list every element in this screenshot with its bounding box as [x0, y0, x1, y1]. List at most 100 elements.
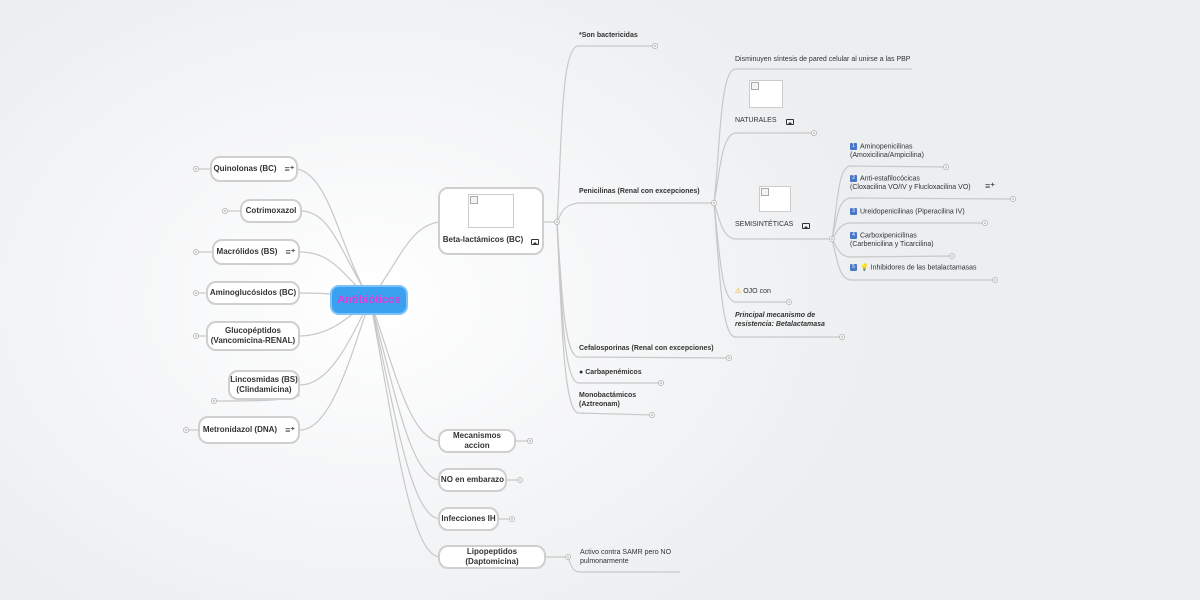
node-no-embarazo[interactable]: NO en embarazo — [438, 468, 507, 492]
collapse-toggle[interactable] — [1010, 196, 1016, 202]
collapse-toggle[interactable] — [652, 43, 658, 49]
collapse-toggle[interactable] — [509, 516, 515, 522]
leaf-line: (Cloxacilina VO/IV y Flucloxacilina VO) — [850, 184, 971, 192]
collapse-toggle[interactable] — [839, 334, 845, 340]
notes-icon[interactable]: ≡⁺ — [285, 246, 296, 257]
image-icon — [531, 239, 540, 245]
collapse-toggle[interactable] — [829, 236, 835, 242]
collapse-toggle[interactable] — [982, 220, 988, 226]
leaf-label: OJO con — [743, 288, 771, 295]
node-label: Quinolonas (BC) — [213, 164, 277, 174]
leaf-carbapenemicos[interactable]: ● Carbapenémicos — [579, 369, 642, 378]
leaf-line: Principal mecanismo de — [735, 312, 816, 319]
leaf-line: resistencia: Betalactamasa — [735, 320, 825, 328]
node-lipopeptidos[interactable]: Lipopeptidos (Daptomicina) — [438, 545, 546, 569]
node-metronidazol[interactable]: Metronidazol (DNA) ≡⁺ — [198, 416, 300, 444]
node-glucopeptidos[interactable]: Glucopéptidos (Vancomicina-RENAL) — [206, 321, 300, 351]
collapse-toggle[interactable] — [811, 130, 817, 136]
collapse-toggle[interactable] — [554, 219, 560, 225]
node-quinolonas[interactable]: Quinolonas (BC) ≡⁺ — [210, 156, 298, 182]
collapse-toggle[interactable] — [943, 164, 949, 170]
collapse-toggle[interactable] — [193, 333, 199, 339]
image-placeholder — [759, 186, 791, 212]
node-label: Infecciones IH — [441, 514, 496, 524]
collapse-toggle[interactable] — [193, 166, 199, 172]
bomb-icon: ● — [579, 369, 584, 376]
leaf-label: SEMISINTÉTICAS — [735, 221, 794, 228]
number-badge: 1 — [850, 143, 857, 150]
leaf-label: Carbapenémicos — [585, 369, 642, 376]
node-macrolidos[interactable]: Macrólidos (BS) ≡⁺ — [212, 239, 300, 265]
leaf-semisinteticas[interactable]: SEMISINTÉTICAS — [735, 221, 793, 230]
node-lincosmidas[interactable]: Lincosmidas (BS) (Clindamicina) — [228, 370, 300, 400]
node-aminoglucosidos[interactable]: Aminoglucósidos (BC) — [206, 281, 300, 305]
collapse-toggle[interactable] — [183, 427, 189, 433]
warning-icon: ⚠ — [735, 288, 742, 295]
leaf-line: (Aztreonam) — [579, 400, 620, 408]
notes-icon[interactable]: ≡⁺ — [985, 181, 996, 191]
leaf-line: Monobactámicos — [579, 392, 637, 399]
collapse-toggle[interactable] — [211, 398, 217, 404]
leaf-line: (Carbenicilina y Ticarcilina) — [850, 241, 934, 249]
node-label: Metronidazol (DNA) — [202, 425, 278, 435]
node-label: Beta-lactámicos (BC) — [442, 235, 524, 245]
leaf-cefalosporinas[interactable]: Cefalosporinas (Renal con excepciones) — [579, 345, 714, 352]
leaf-ojo-con[interactable]: ⚠ OJO con — [735, 288, 771, 297]
notes-icon[interactable]: ≡⁺ — [284, 163, 295, 174]
node-infecciones-ih[interactable]: Infecciones IH — [438, 507, 499, 531]
number-badge: 5 — [850, 264, 857, 271]
collapse-toggle[interactable] — [658, 380, 664, 386]
collapse-toggle[interactable] — [193, 249, 199, 255]
leaf-line: Ureidopenicilinas (Piperacilina IV) — [860, 208, 965, 216]
collapse-toggle[interactable] — [949, 253, 955, 259]
node-label: Cotrimoxazol — [245, 206, 297, 216]
number-badge: 3 — [850, 208, 857, 215]
leaf-naturales[interactable]: NATURALES — [735, 117, 777, 126]
image-icon — [786, 119, 794, 125]
collapse-toggle[interactable] — [565, 554, 571, 560]
collapse-toggle[interactable] — [992, 277, 998, 283]
collapse-toggle[interactable] — [193, 290, 199, 296]
collapse-toggle[interactable] — [527, 438, 533, 444]
node-label-line: (Clindamicina) — [236, 385, 292, 394]
number-badge: 4 — [850, 232, 857, 239]
leaf-line: Inhibidores de las betalactamasas — [870, 264, 977, 272]
notes-icon[interactable]: ≡⁺ — [285, 424, 296, 435]
root-node[interactable]: Antibióticos — [330, 285, 408, 315]
node-label: Lipopeptidos (Daptomicina) — [465, 547, 519, 566]
leaf-disminuyen[interactable]: Disminuyen síntesis de pared celular al … — [735, 56, 911, 63]
leaf-principal-mecanismo[interactable]: Principal mecanismo de resistencia: Beta… — [735, 312, 825, 330]
collapse-toggle[interactable] — [726, 355, 732, 361]
leaf-line: (Amoxicilina/Ampicilina) — [850, 152, 924, 160]
node-label: Aminoglucósidos (BC) — [209, 288, 297, 298]
node-cotrimoxazol[interactable]: Cotrimoxazol — [240, 199, 302, 223]
node-label-line: Glucopéptidos — [225, 326, 281, 336]
node-label: Macrólidos (BS) — [216, 247, 278, 257]
leaf-monobactamicos[interactable]: Monobactámicos (Aztreonam) — [579, 392, 636, 410]
image-placeholder — [749, 80, 783, 108]
leaf-penicilinas[interactable]: Penicilinas (Renal con excepciones) — [579, 188, 700, 195]
number-badge: 2 — [850, 175, 857, 182]
collapse-toggle[interactable] — [649, 412, 655, 418]
leaf-line: pulmonarmente — [580, 557, 629, 565]
collapse-toggle[interactable] — [517, 477, 523, 483]
collapse-toggle[interactable] — [222, 208, 228, 214]
leaf-activo-samr[interactable]: Activo contra SAMR pero NO pulmonarmente — [580, 549, 671, 567]
image-placeholder — [468, 194, 514, 228]
leaf-inhibidores[interactable]: 5💡 Inhibidores de las betalactamasas — [850, 264, 977, 273]
leaf-line: Carboxipenicilinas — [860, 232, 917, 240]
node-label: Mecanismos accion — [452, 431, 502, 450]
leaf-label: NATURALES — [735, 117, 777, 124]
node-label-line: Lincosmidas (BS) — [230, 375, 298, 385]
node-label: NO en embarazo — [440, 475, 505, 485]
leaf-line: Aminopenicilinas — [860, 143, 913, 151]
collapse-toggle[interactable] — [786, 299, 792, 305]
node-mecanismos-accion[interactable]: Mecanismos accion — [438, 429, 516, 453]
leaf-son-bactericidas[interactable]: *Son bactericidas — [579, 32, 638, 39]
collapse-toggle[interactable] — [711, 200, 717, 206]
